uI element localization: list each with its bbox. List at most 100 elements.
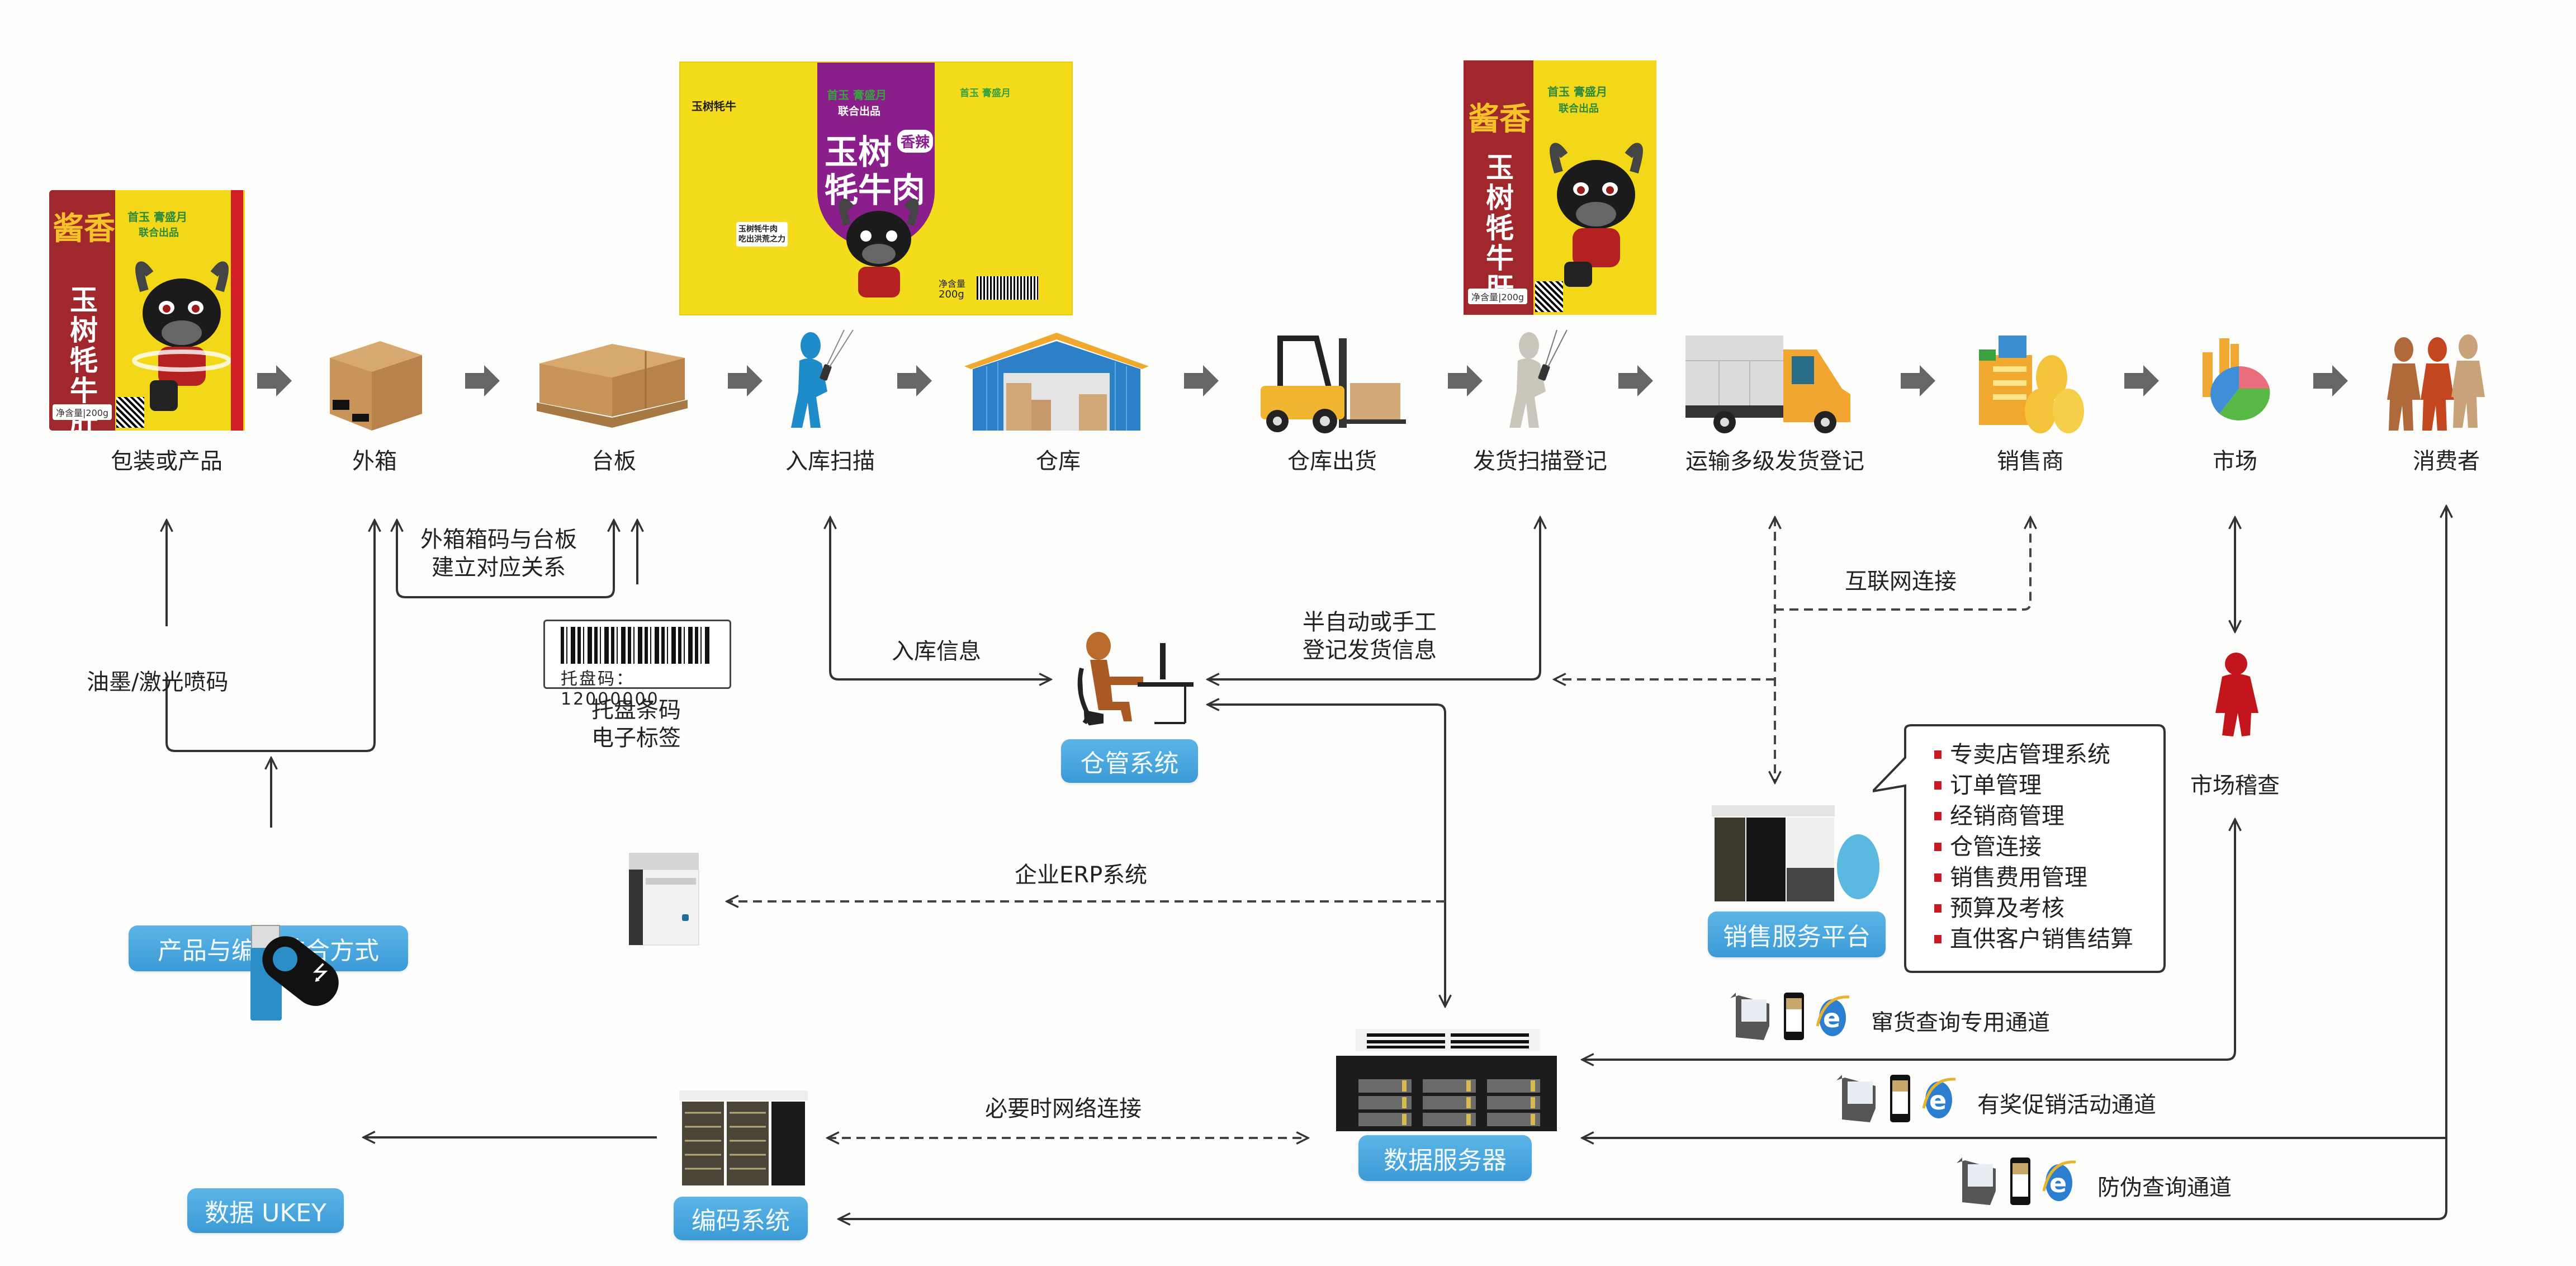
- pie-chart-icon: [2203, 338, 2270, 421]
- name-char: 牛: [70, 375, 98, 407]
- data-ukey-box[interactable]: 数据 UKEY: [187, 1188, 344, 1233]
- ie-browser-icon: e: [1922, 1078, 1956, 1118]
- flow-arrow: [728, 365, 763, 396]
- stage-label-ship-scan: 发货扫描登记: [1473, 448, 1607, 474]
- flow-arrow: [1618, 365, 1653, 396]
- brand-text: 首玉 膏盛月: [127, 210, 187, 224]
- forklift-icon: [1261, 336, 1406, 433]
- data-server-box[interactable]: 数据服务器: [1358, 1135, 1532, 1181]
- line-internet-dealer: [1775, 517, 2030, 611]
- annotation-line: 半自动或手工: [1303, 610, 1437, 635]
- side-brand-text: 玉树牦牛: [692, 100, 736, 113]
- annotation-line: 登记发货信息: [1303, 637, 1437, 663]
- flat-package-artwork: 首玉 膏盛月 联合出品 玉树 香辣 牦牛肉 玉树牦牛 玉树牦牛肉 吃出洪荒之力 …: [679, 62, 1073, 315]
- network-when-needed-text: 必要时网络连接: [985, 1096, 1142, 1122]
- scanner-person-icon: [791, 330, 854, 428]
- name-char: 牦: [1486, 212, 1514, 244]
- desk-phone-icon: [1836, 1075, 1876, 1122]
- channel-label[interactable]: 窜货查询专用通道: [1871, 1010, 2050, 1036]
- people-group-icon: [2387, 334, 2485, 431]
- inbound-info-text: 入库信息: [892, 639, 981, 664]
- feature-item: 销售费用管理: [1934, 862, 2133, 893]
- flavor-text: 酱香: [1468, 101, 1531, 138]
- qr-code-icon: [116, 397, 144, 428]
- line-carton-pallet-link: [397, 520, 614, 598]
- stage-label-warehouse-out: 仓库出货: [1287, 448, 1377, 474]
- pallet-barcode-label: 托盘码：12000000: [543, 620, 731, 709]
- inspector-person-icon: [2215, 653, 2258, 736]
- feature-item: 专卖店管理系统: [1934, 739, 2133, 770]
- co-brand-text: 联合出品: [139, 227, 179, 239]
- feature-item: 经销商管理: [1934, 801, 2133, 832]
- slogan-line: 吃出洪荒之力: [738, 235, 785, 244]
- desk-phone-icon: [1957, 1158, 1996, 1205]
- mobile-phone-icon: [2010, 1158, 2030, 1205]
- brand-text: 首玉 膏盛月: [960, 88, 1011, 99]
- name-char: 树: [70, 314, 98, 347]
- warehouse-mgmt-system-box[interactable]: 仓管系统: [1061, 739, 1198, 783]
- stage-label-consumer: 消费者: [2413, 448, 2480, 474]
- name-char: 树: [1486, 182, 1514, 214]
- annotation-line: 建立对应关系: [432, 555, 566, 580]
- carton-box-icon: [330, 341, 422, 431]
- ink-laser-text: 油墨/激光喷码: [87, 669, 229, 695]
- warehouse-icon: [964, 333, 1149, 431]
- stage-label-warehouse: 仓库: [1036, 448, 1081, 474]
- stage-label-market: 市场: [2213, 448, 2257, 474]
- stage-label-dealer: 销售商: [1997, 448, 2064, 474]
- line-wms-server: [1208, 705, 1445, 1007]
- net-value: 200g: [939, 289, 964, 300]
- barcode-icon: [561, 627, 712, 664]
- feature-item: 订单管理: [1934, 770, 2133, 801]
- flow-arrow: [2124, 365, 2159, 396]
- net-label: 净含量: [939, 278, 966, 289]
- annotation-line: 托盘条码: [591, 697, 681, 723]
- svg-text:⭍: ⭍: [312, 962, 329, 985]
- mobile-phone-icon: [1890, 1075, 1910, 1122]
- stage-label-transport: 运输多级发货登记: [1685, 448, 1864, 474]
- flavor-badge: 香辣: [897, 130, 934, 153]
- feature-item: 仓管连接: [1934, 832, 2133, 862]
- channel-anti-diversion: e 窜货查询专用通道: [1725, 993, 2050, 1040]
- flow-arrow: [1184, 365, 1219, 396]
- internet-connection-text: 互联网连接: [1845, 569, 1957, 594]
- sales-features-list: 专卖店管理系统 订单管理 经销商管理 仓管连接 销售费用管理 预算及考核 直供客…: [1901, 727, 2163, 973]
- slogan-line: 玉树牦牛肉: [738, 225, 778, 234]
- channel-anti-counterfeit: e 防伪查询通道: [1951, 1158, 2232, 1205]
- name-char: 玉: [70, 284, 98, 316]
- market-inspection-text: 市场稽查: [2190, 773, 2280, 799]
- desk-phone-icon: [1730, 993, 1769, 1040]
- line-channel-3: [839, 506, 2446, 1219]
- sales-platform-box[interactable]: 销售服务平台: [1708, 911, 1886, 957]
- co-brand-text: 联合出品: [838, 105, 881, 117]
- flow-arrow: [257, 365, 292, 396]
- sales-platform-server-icon: [1712, 805, 1879, 901]
- net-weight-label: 净含量|200g: [1468, 289, 1528, 304]
- annotation-line: 外箱箱码与台板: [420, 527, 577, 552]
- channel-label[interactable]: 防伪查询通道: [2097, 1175, 2232, 1201]
- flavor-text: 酱香: [53, 211, 115, 247]
- yak-mascot-icon: [1550, 143, 1643, 287]
- mobile-phone-icon: [1784, 993, 1804, 1040]
- coding-system-rack-icon: [679, 1090, 808, 1185]
- features-bubble-frame: [1873, 724, 2166, 973]
- data-server-icon: [1336, 1029, 1557, 1131]
- name-char: 牛: [1486, 242, 1514, 275]
- feature-item: 预算及考核: [1934, 893, 2133, 924]
- stage-label-inbound-scan: 入库扫描: [785, 448, 875, 474]
- channel-promotion: e 有奖促销活动通道: [1831, 1075, 2156, 1122]
- erp-text: 企业ERP系统: [1015, 862, 1148, 888]
- flow-arrow: [2313, 365, 2348, 396]
- coding-system-box[interactable]: 编码系统: [674, 1197, 808, 1240]
- bag-edge: [231, 190, 243, 431]
- stage-label-package: 包装或产品: [111, 448, 222, 474]
- channel-label[interactable]: 有奖促销活动通道: [1977, 1092, 2156, 1118]
- brand-text: 首玉 膏盛月: [1547, 85, 1607, 98]
- ie-browser-icon: e: [1816, 995, 1850, 1036]
- ship-info-text: 半自动或手工 登记发货信息: [1303, 608, 1437, 664]
- flow-arrow: [465, 365, 500, 396]
- product-package-icon: 酱香 玉 树 牦 牛 肝 首玉 膏盛月 联合出品 净含量|200g: [49, 190, 245, 436]
- office-worker-icon: [1077, 632, 1194, 726]
- barcode-icon: [977, 276, 1038, 300]
